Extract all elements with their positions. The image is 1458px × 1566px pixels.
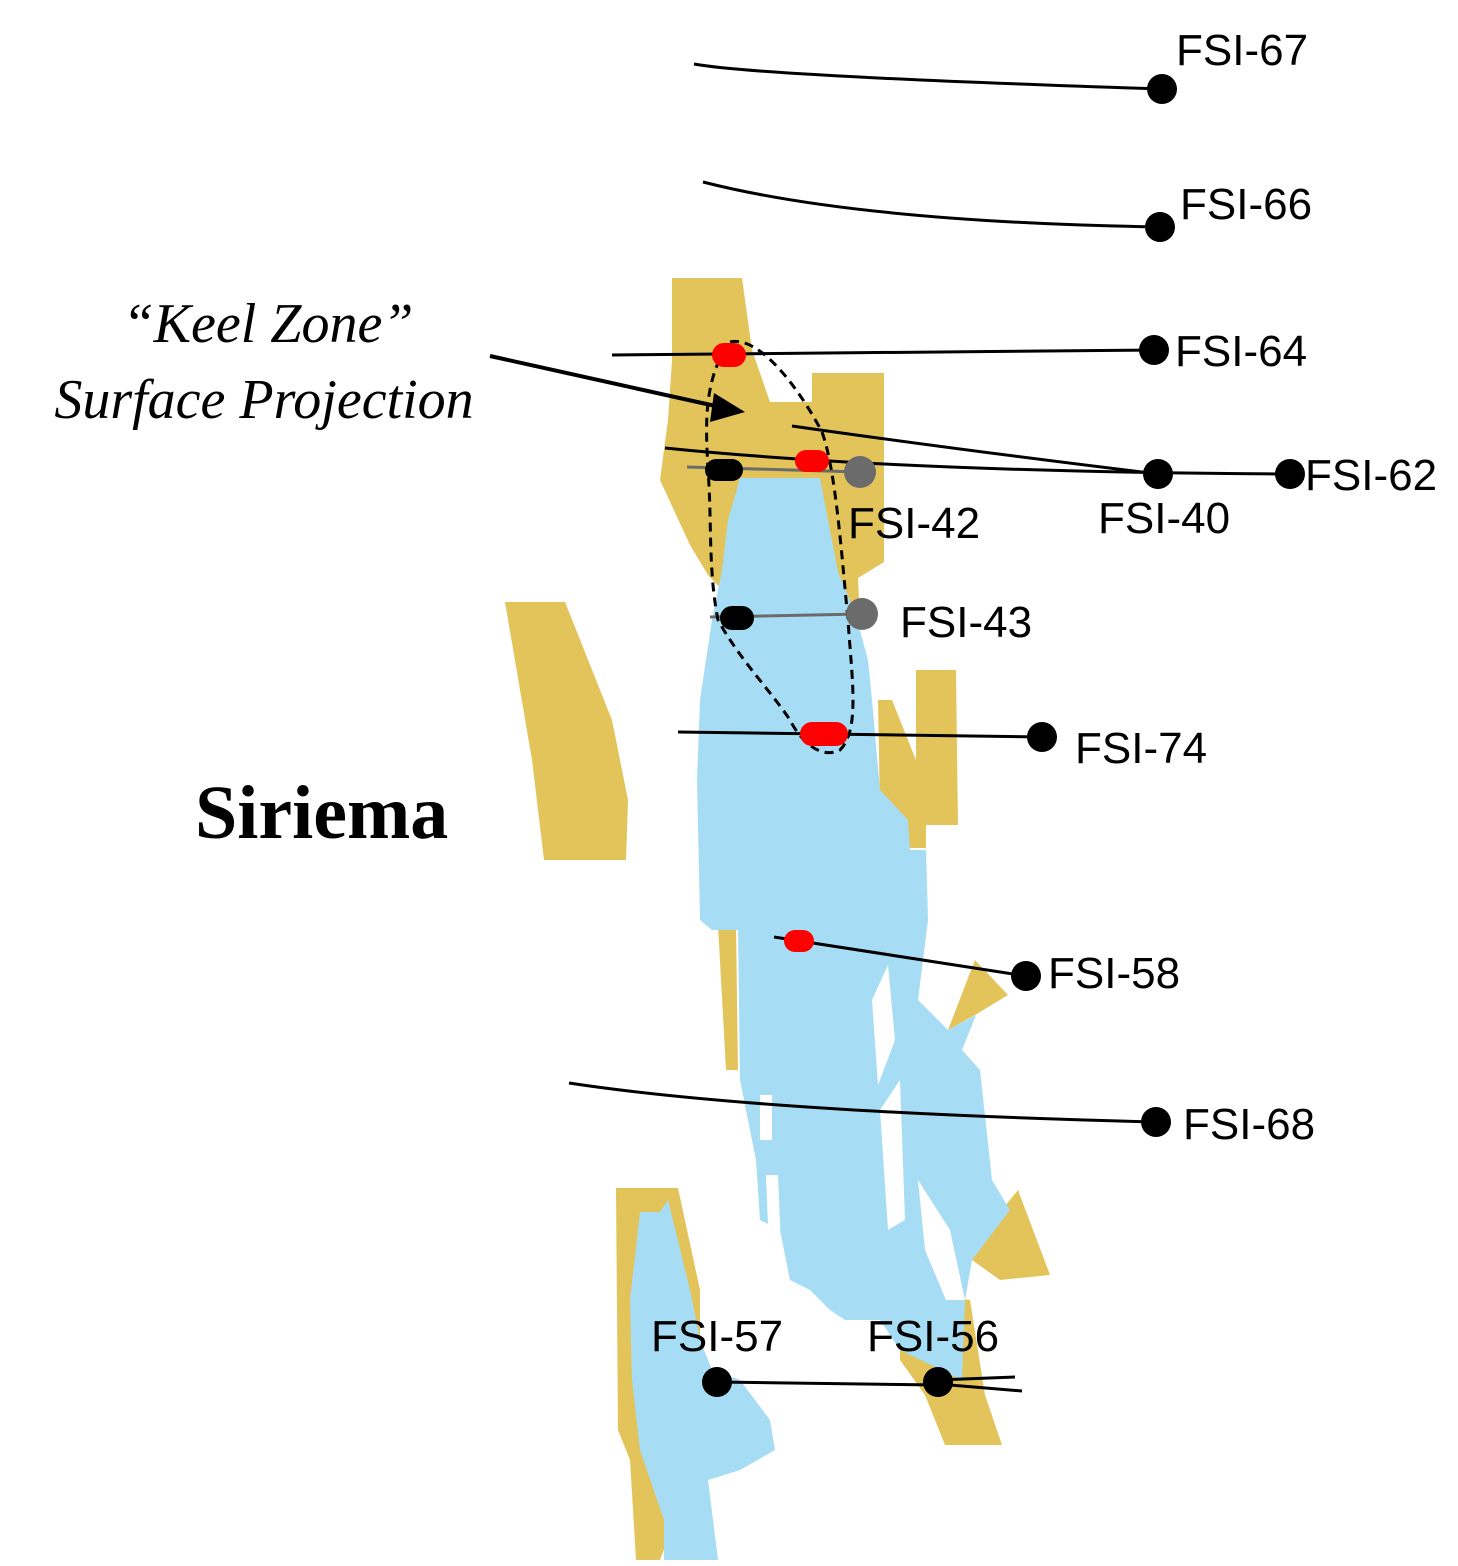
label-fsi-56: FSI-56: [867, 1312, 999, 1361]
intercept-black-fsi-42: [705, 459, 743, 481]
annotation-line-1: “Keel Zone”: [123, 293, 414, 355]
trace-fsi-40: [791, 424, 1159, 476]
collar-fsi-57: [702, 1367, 732, 1397]
label-fsi-57: FSI-57: [651, 1312, 783, 1361]
trace-fsi-64: [611, 348, 1155, 357]
intercept-black-fsi-43: [720, 606, 754, 630]
trace-fsi-62: [664, 446, 1291, 476]
label-fsi-42: FSI-42: [848, 499, 980, 548]
yellow-zone-east: [878, 670, 958, 848]
label-fsi-40: FSI-40: [1098, 494, 1230, 543]
collar-fsi-67: [1147, 74, 1177, 104]
gap-1: [872, 965, 895, 1085]
trace-fsi-67: [693, 62, 1163, 91]
blue-zone-main: [697, 478, 1010, 1380]
label-fsi-62: FSI-62: [1305, 451, 1437, 500]
blue-zone-gaps: [760, 965, 965, 1300]
collar-fsi-40: [1143, 459, 1173, 489]
trace-fsi-58: [773, 935, 1027, 978]
gap-2: [880, 1080, 905, 1230]
trace-fsi-66: [702, 180, 1161, 229]
keel-zone-outline: [705, 339, 855, 755]
label-fsi-74: FSI-74: [1075, 724, 1207, 773]
gap-4: [918, 1180, 965, 1300]
label-fsi-67: FSI-67: [1176, 26, 1308, 75]
intercept-red-fsi-64: [712, 343, 746, 367]
deposit-title: Siriema: [195, 771, 448, 855]
label-fsi-66: FSI-66: [1180, 180, 1312, 229]
collar-fsi-62: [1275, 459, 1305, 489]
trace-fsi-68: [568, 1081, 1157, 1124]
collar-fsi-74: [1027, 722, 1057, 752]
intercept-red-fsi-74: [800, 722, 848, 746]
drillhole-labels: FSI-67 FSI-66 FSI-64 FSI-62 FSI-40 FSI-4…: [651, 26, 1437, 1361]
trace-fsi-74: [677, 730, 1043, 739]
trace-fsi-57-56: [716, 1380, 939, 1387]
annotation-arrow-line: [489, 354, 721, 409]
annotation-arrowhead: [710, 393, 745, 422]
label-fsi-58: FSI-58: [1048, 949, 1180, 998]
yellow-zone-south-strip: [718, 925, 738, 1070]
intercept-red-fsi-58: [784, 930, 814, 952]
collar-fsi-56: [923, 1367, 953, 1397]
annotation-line-2: Surface Projection: [54, 369, 473, 431]
yellow-zone-west: [505, 602, 628, 860]
gap-3: [760, 1095, 772, 1140]
intercept-markers: [705, 343, 848, 952]
collars: [702, 74, 1305, 1397]
yellow-zone-se-spur: [965, 1190, 1050, 1280]
label-fsi-68: FSI-68: [1183, 1100, 1315, 1149]
collar-fsi-58: [1011, 961, 1041, 991]
collar-fsi-42: [844, 456, 876, 488]
yellow-zone-ne-spur: [948, 960, 1008, 1030]
label-fsi-64: FSI-64: [1175, 327, 1307, 376]
collar-fsi-43: [846, 598, 878, 630]
collar-fsi-64: [1139, 335, 1169, 365]
collar-fsi-68: [1141, 1107, 1171, 1137]
collar-fsi-66: [1145, 212, 1175, 242]
gap-5: [766, 1175, 782, 1275]
label-fsi-43: FSI-43: [900, 598, 1032, 647]
intercept-red-fsi-62: [795, 450, 829, 472]
